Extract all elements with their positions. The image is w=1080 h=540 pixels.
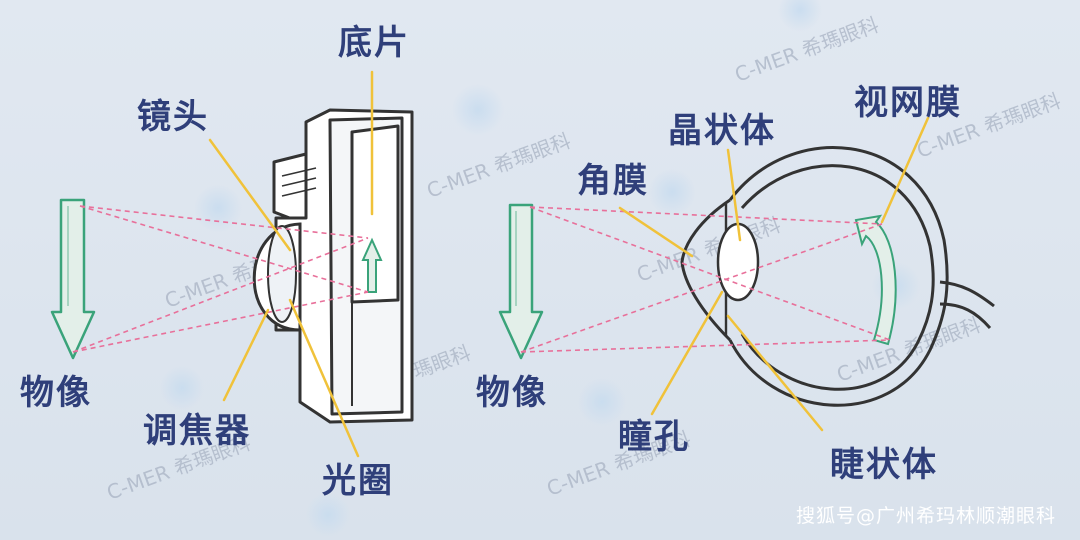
watermark-text: C-MER 希瑪眼科 [634, 212, 784, 286]
label-crystalline-lens: 晶状体 [668, 111, 776, 151]
leader-tiaojiaoqi [222, 308, 270, 402]
eye-leaders [618, 116, 930, 432]
leader-jingzhuangti [726, 148, 742, 242]
label-film: 底片 [338, 23, 410, 63]
leader-shiwangmo [880, 116, 930, 224]
leader-jiaomo [618, 206, 694, 258]
leader-guangquan [288, 298, 360, 458]
leader-jiezhuangti [726, 314, 824, 432]
label-lens: 镜头 [137, 97, 209, 137]
label-ciliary-body: 睫状体 [830, 445, 938, 485]
label-pupil: 瞳孔 [618, 417, 690, 457]
label-retina: 视网膜 [854, 83, 962, 123]
eyeball [680, 146, 995, 407]
leader-jingtou [208, 138, 292, 252]
eye-object-arrow [498, 203, 544, 360]
label-focuser: 调焦器 [143, 411, 251, 451]
camera-image-arrow [361, 237, 383, 293]
label-aperture: 光圈 [322, 461, 394, 501]
camera-leaders [208, 70, 374, 458]
eye-rays [520, 206, 891, 353]
source-credit: 搜狐号@广州希玛林顺潮眼科 [795, 505, 1056, 527]
watermark-text: C-MER 希瑪眼科 [424, 128, 574, 202]
label-cornea: 角膜 [577, 161, 649, 201]
camera-rays [72, 205, 369, 353]
camera-object-arrow [50, 198, 96, 360]
leader-tongkong [650, 290, 724, 416]
label-object-eye: 物像 [476, 373, 548, 413]
label-object-camera: 物像 [20, 373, 92, 413]
watermark-text: C-MER 希瑪眼科 [834, 312, 984, 386]
